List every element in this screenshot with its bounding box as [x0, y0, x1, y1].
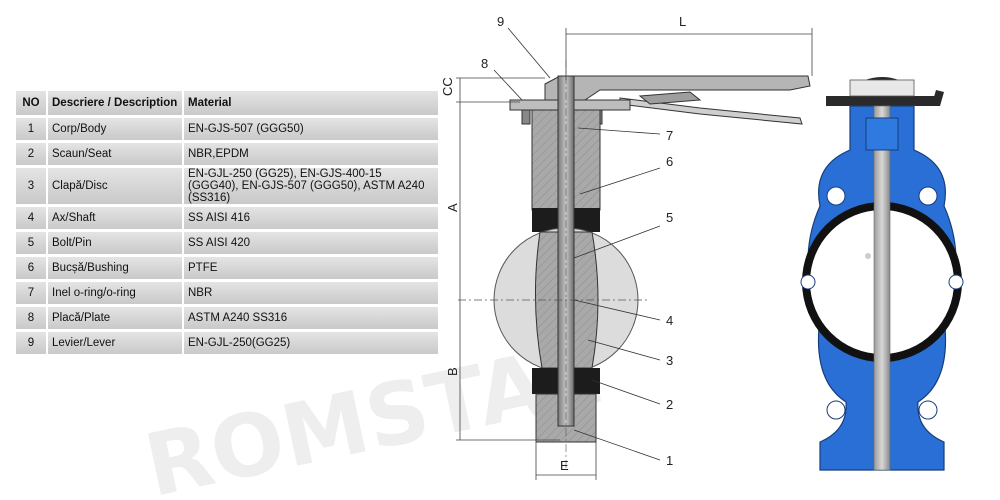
header-description: Descriere / Description [48, 91, 184, 115]
flange-tab [932, 90, 944, 106]
row-no: 6 [16, 257, 48, 279]
row-no: 4 [16, 207, 48, 229]
dim-label-e: E [560, 458, 569, 473]
row-description: Inel o-ring/o-ring [48, 282, 184, 304]
table-row: 3 Clapă/Disc EN-GJL-250 (GG25), EN-GJS-4… [16, 168, 438, 204]
table-row: 7 Inel o-ring/o-ring NBR [16, 282, 438, 304]
callout-5: 5 [666, 210, 673, 225]
row-no: 7 [16, 282, 48, 304]
row-no: 9 [16, 332, 48, 354]
parts-table: NO Descriere / Description Material 1 Co… [16, 88, 438, 357]
leader-8 [493, 69, 523, 101]
bolt-hole-right [948, 274, 964, 290]
callout-3: 3 [666, 353, 673, 368]
section-view [458, 60, 811, 470]
top-flange [826, 96, 940, 106]
row-material: EN-GJL-250(GG25) [184, 332, 438, 354]
row-material: NBR [184, 282, 438, 304]
front-view [800, 77, 964, 471]
leader-1 [573, 429, 661, 461]
parts-table-container: NO Descriere / Description Material 1 Co… [16, 88, 438, 357]
pin-marker [865, 253, 871, 259]
leader-6 [579, 167, 661, 195]
row-material: ASTM A240 SS316 [184, 307, 438, 329]
dim-label-cc: CC [440, 77, 455, 96]
row-description: Ax/Shaft [48, 207, 184, 229]
row-no: 8 [16, 307, 48, 329]
row-description: Placă/Plate [48, 307, 184, 329]
bolt-hole-bottom-right [918, 400, 938, 420]
front-shaft [873, 105, 891, 471]
row-material: EN-GJL-250 (GG25), EN-GJS-400-15 (GGG40)… [184, 168, 438, 204]
row-description: Bolt/Pin [48, 232, 184, 254]
table-row: 8 Placă/Plate ASTM A240 SS316 [16, 307, 438, 329]
leader-5 [573, 225, 661, 259]
table-row: 2 Scaun/Seat NBR,EPDM [16, 143, 438, 165]
row-no: 1 [16, 118, 48, 140]
row-description: Scaun/Seat [48, 143, 184, 165]
row-material: NBR,EPDM [184, 143, 438, 165]
leader-3 [587, 339, 661, 361]
row-description: Bucșă/Bushing [48, 257, 184, 279]
row-material: PTFE [184, 257, 438, 279]
neck-block [865, 117, 899, 151]
dim-label-b: B [445, 367, 460, 376]
row-description: Corp/Body [48, 118, 184, 140]
top-plate-front [849, 79, 915, 97]
row-material: SS AISI 420 [184, 232, 438, 254]
table-row: 9 Levier/Lever EN-GJL-250(GG25) [16, 332, 438, 354]
table-row: 4 Ax/Shaft SS AISI 416 [16, 207, 438, 229]
dimensions [456, 28, 813, 480]
plate-bolt-left [521, 109, 531, 125]
leader-4 [573, 299, 661, 321]
dim-label-l: L [679, 14, 686, 29]
bolt-hole-left [800, 274, 816, 290]
leader-7 [577, 127, 661, 135]
table-row: 5 Bolt/Pin SS AISI 420 [16, 232, 438, 254]
callout-8: 8 [481, 56, 488, 71]
leader-2 [591, 379, 661, 405]
row-no: 5 [16, 232, 48, 254]
lever-latch [638, 91, 702, 105]
dim-label-a: A [445, 203, 460, 212]
row-no: 2 [16, 143, 48, 165]
bolt-hole-top-left [826, 186, 846, 206]
row-material: EN-GJS-507 (GGG50) [184, 118, 438, 140]
row-no: 3 [16, 168, 48, 204]
callout-leaders [493, 27, 661, 461]
leader-9 [507, 27, 551, 79]
table-row: 6 Bucșă/Bushing PTFE [16, 257, 438, 279]
bolt-hole-bottom-left [826, 400, 846, 420]
callout-6: 6 [666, 154, 673, 169]
table-header-row: NO Descriere / Description Material [16, 91, 438, 115]
callout-9: 9 [497, 14, 504, 29]
bolt-hole-top-right [918, 186, 938, 206]
callout-4: 4 [666, 313, 673, 328]
callout-2: 2 [666, 397, 673, 412]
table-row: 1 Corp/Body EN-GJS-507 (GGG50) [16, 118, 438, 140]
header-material: Material [184, 91, 438, 115]
row-description: Levier/Lever [48, 332, 184, 354]
callout-1: 1 [666, 453, 673, 468]
header-no: NO [16, 91, 48, 115]
row-material: SS AISI 416 [184, 207, 438, 229]
row-description: Clapă/Disc [48, 168, 184, 204]
callout-7: 7 [666, 128, 673, 143]
